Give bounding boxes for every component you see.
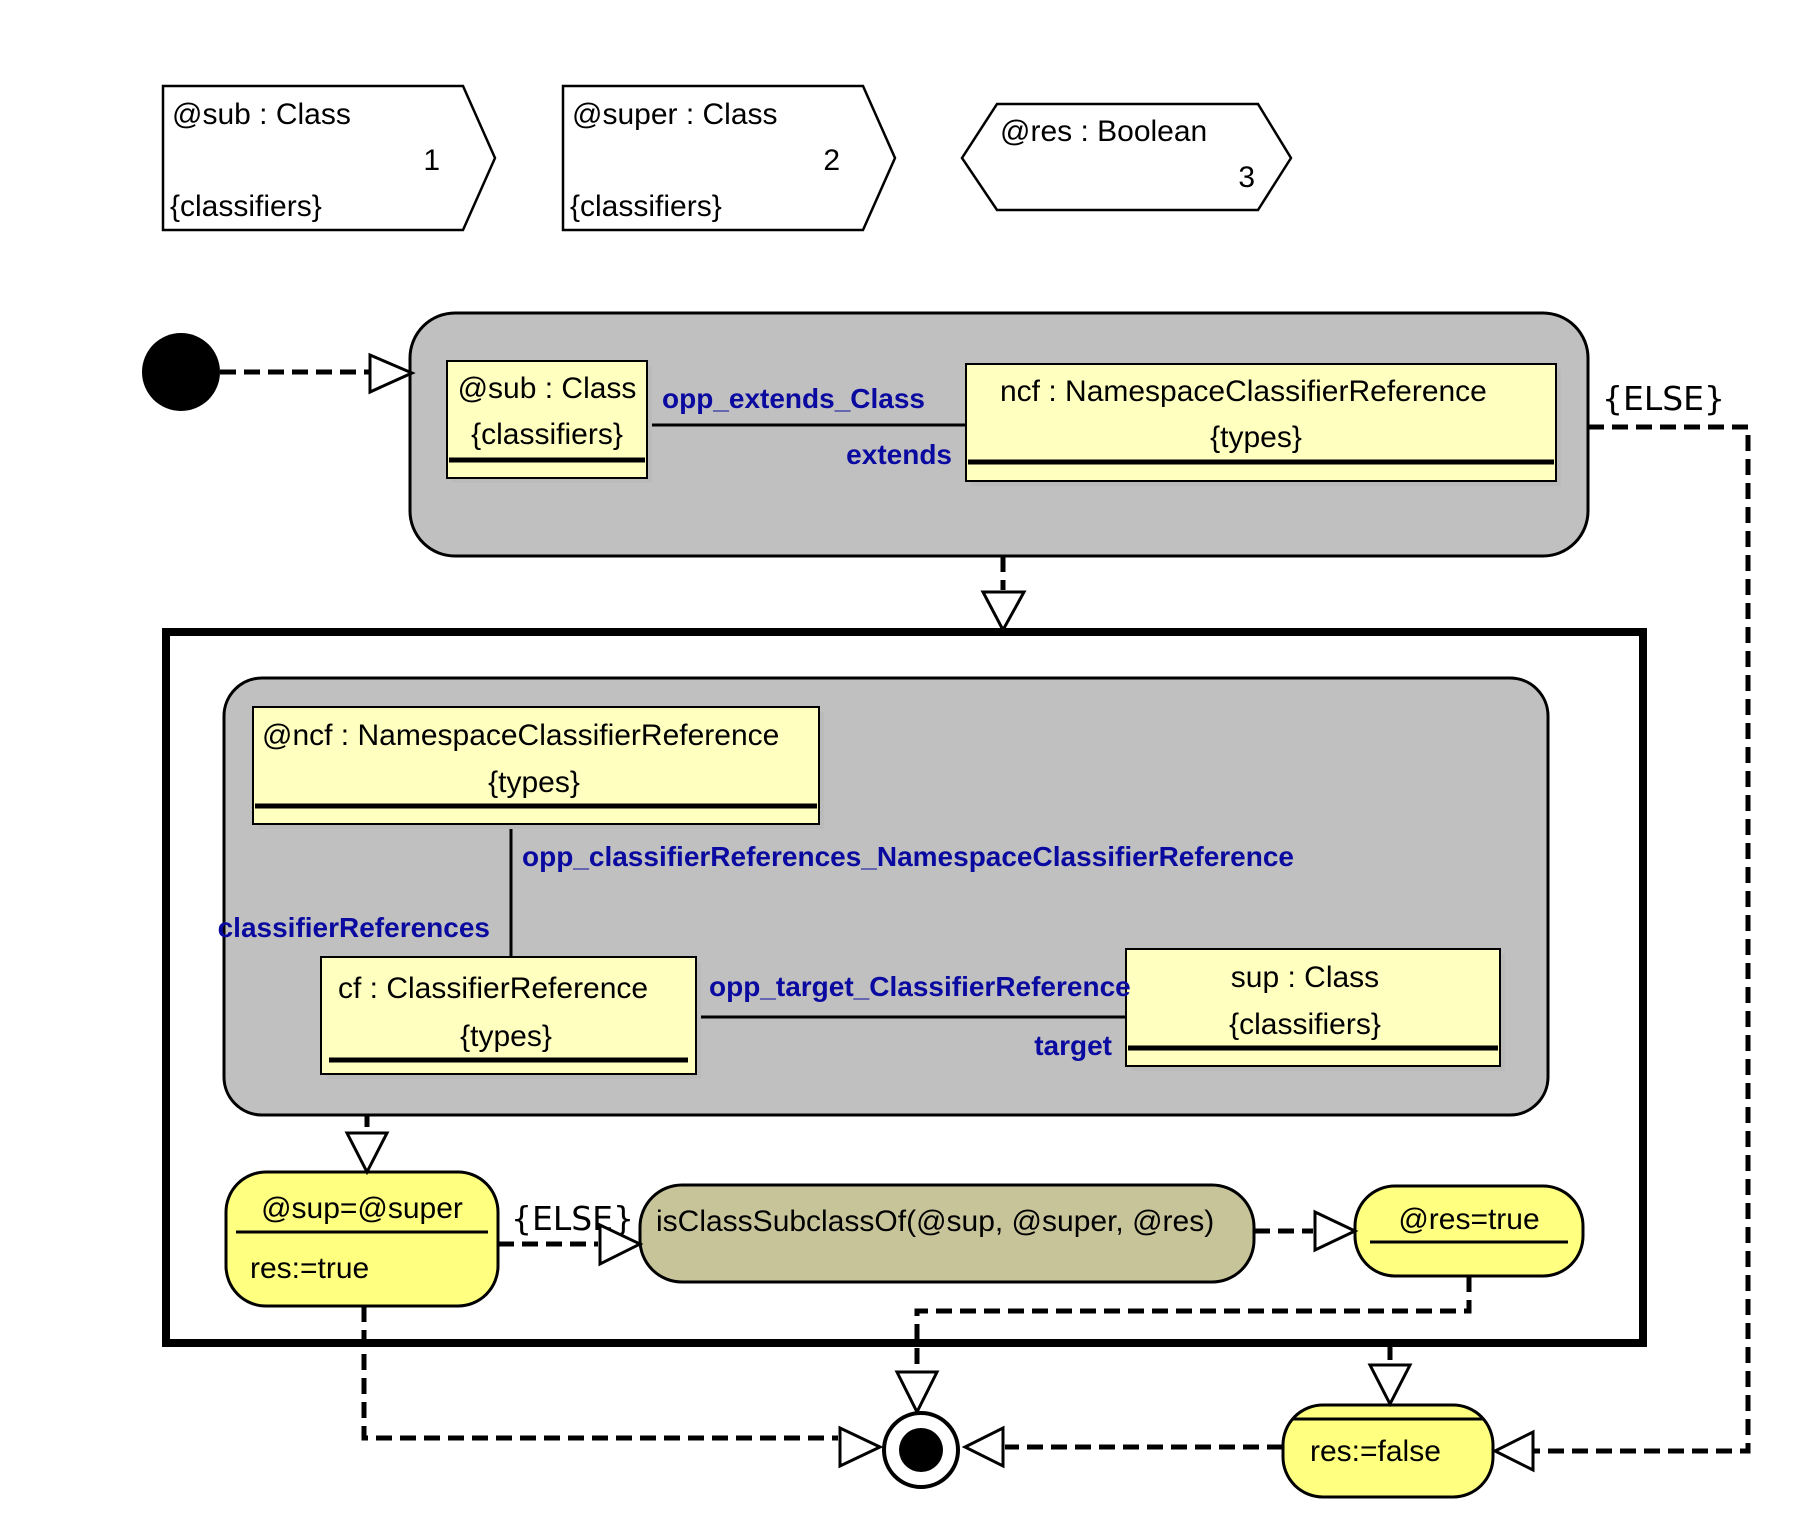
statement-res-true: @res=true	[1353, 1184, 1585, 1278]
for-each-frame	[162, 628, 1647, 1347]
object-sup-type: {classifiers}	[1229, 1008, 1381, 1041]
else-guard-outer: {ELSE}	[1602, 379, 1725, 418]
object-sub-label: @sub : Class	[458, 372, 637, 405]
role-extends: extends	[846, 439, 952, 470]
flow-statement-to-stop	[361, 1306, 838, 1441]
statement-sup-condition: @sup=@super	[261, 1192, 463, 1225]
parameter-sub: @sub : Class 1 {classifiers}	[161, 84, 497, 232]
flow-story1-else	[1532, 424, 1751, 1454]
statement-res-false-label: res:=false	[1310, 1435, 1441, 1468]
parameter-sub-position: 1	[423, 144, 440, 177]
role-classifier-references: classifierReferences	[218, 912, 490, 943]
role-opp-target: opp_target_ClassifierReference	[709, 971, 1131, 1002]
statement-sup-equals-super: @sup=@super res:=true	[224, 1170, 500, 1308]
story-pattern-1: @sub : Class {classifiers} ncf : Namespa…	[408, 311, 1590, 558]
object-ncf-bound-label: @ncf : NamespaceClassifierReference	[262, 719, 779, 752]
flow-lines	[220, 369, 1751, 1454]
call-activity-label: isClassSubclassOf(@sup, @super, @res)	[656, 1205, 1214, 1238]
object-sup: sup : Class {classifiers}	[1125, 948, 1505, 1071]
parameter-res-label: @res : Boolean	[1000, 115, 1207, 148]
statement-res-false: res:=false	[1281, 1403, 1495, 1499]
statement-sup-action: res:=true	[250, 1252, 369, 1285]
role-target: target	[1034, 1030, 1112, 1061]
parameter-super-label: @super : Class	[572, 98, 778, 131]
parameter-super: @super : Class 2 {classifiers}	[561, 84, 897, 232]
parameter-sub-label: @sub : Class	[172, 98, 351, 131]
story-pattern-2: @ncf : NamespaceClassifierReference {typ…	[218, 676, 1550, 1117]
object-ncf-bound-type: {types}	[488, 766, 580, 799]
flow-restrue-to-stop	[914, 1276, 1472, 1370]
arrowheads	[344, 352, 1535, 1473]
object-ncf-bound: @ncf : NamespaceClassifierReference {typ…	[252, 706, 824, 829]
parameter-res-position: 3	[1238, 161, 1255, 194]
role-opp-classifier-references: opp_classifierReferences_NamespaceClassi…	[522, 841, 1294, 872]
parameter-super-type: {classifiers}	[570, 190, 722, 223]
object-cf-label: cf : ClassifierReference	[338, 972, 648, 1005]
object-ncf-type: {types}	[1210, 421, 1302, 454]
statement-res-true-label: @res=true	[1398, 1203, 1539, 1236]
role-opp-extends-class: opp_extends_Class	[662, 383, 925, 414]
object-sub-class: @sub : Class {classifiers}	[446, 360, 652, 483]
call-activity-is-class-subclass-of: isClassSubclassOf(@sup, @super, @res)	[638, 1183, 1256, 1284]
object-cf: cf : ClassifierReference {types}	[320, 956, 701, 1079]
object-sup-label: sup : Class	[1231, 961, 1379, 994]
object-ncf-label: ncf : NamespaceClassifierReference	[1000, 375, 1487, 408]
start-node	[142, 333, 220, 411]
object-cf-type: {types}	[460, 1020, 552, 1053]
object-ncf: ncf : NamespaceClassifierReference {type…	[965, 363, 1561, 486]
parameter-sub-type: {classifiers}	[170, 190, 322, 223]
parameter-super-position: 2	[823, 144, 840, 177]
object-sub-type: {classifiers}	[471, 418, 623, 451]
stop-node	[882, 1411, 960, 1489]
parameter-res: @res : Boolean 3	[960, 102, 1293, 212]
